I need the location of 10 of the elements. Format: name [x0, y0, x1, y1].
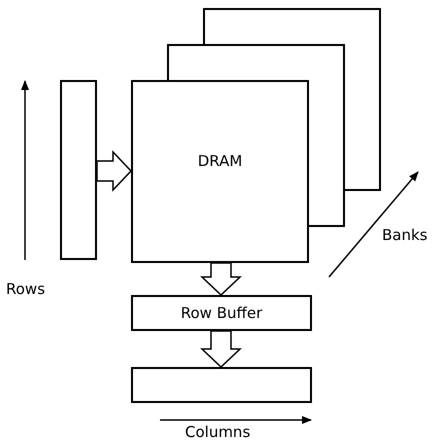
axis-label: Columns [185, 423, 250, 440]
axis-label: Rows [6, 280, 46, 298]
node-label: DRAM [198, 152, 242, 170]
axis-label: Banks [382, 226, 428, 244]
buffer-box [131, 295, 312, 331]
memory-array-box [131, 80, 309, 263]
node-label: Row Buffer [180, 304, 262, 322]
block-arrow [200, 330, 242, 368]
block-arrow [200, 262, 242, 296]
block-arrow [96, 150, 132, 192]
